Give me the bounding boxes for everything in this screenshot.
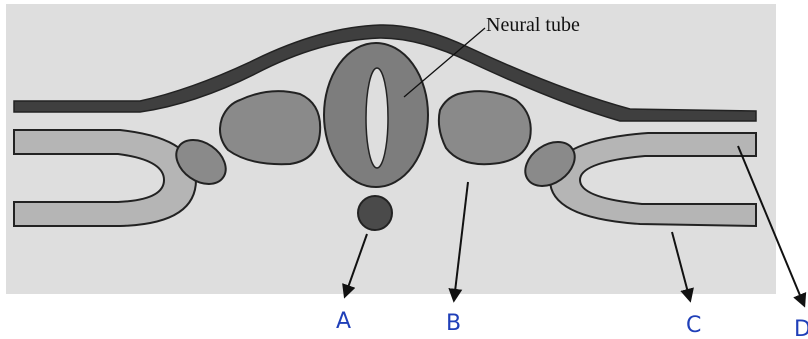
pointer-label-a: A — [336, 309, 351, 334]
notochord — [358, 196, 392, 230]
pointer-label-d: D — [794, 317, 808, 339]
somite-right — [439, 91, 531, 164]
somite-left — [220, 91, 320, 164]
neural-tube-lumen — [366, 68, 388, 168]
neural-tube-callout-label: Neural tube — [486, 14, 580, 36]
pointer-label-b: B — [446, 311, 461, 336]
pointer-label-c: C — [686, 313, 701, 338]
